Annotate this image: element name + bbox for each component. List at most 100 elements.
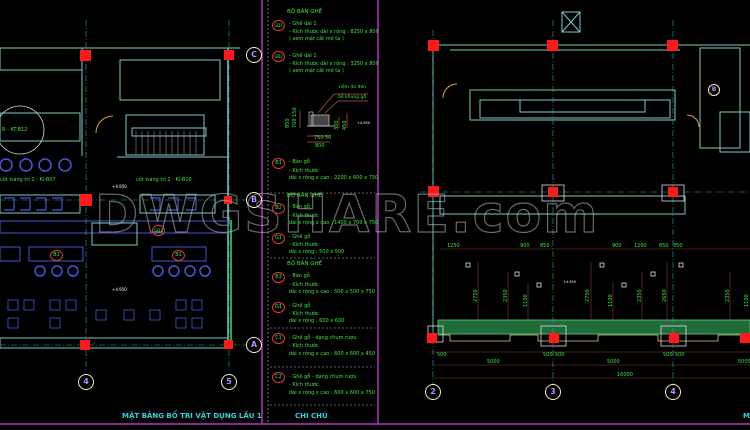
dimension-text: 5000 [487, 359, 500, 365]
legend-item-size: - Kích thước dài x rộng : 3250 x 800 [289, 61, 379, 67]
legend-tag: GĐ2 [272, 51, 285, 62]
detail-callout-circle [0, 105, 45, 155]
light-fixtures [465, 262, 684, 288]
detail-dimension: 450 [342, 120, 348, 130]
columns [427, 40, 750, 343]
legend-tag: C1 [272, 333, 285, 344]
drawing-title-fragment: M [743, 412, 750, 420]
dimension-total: 16000 [617, 372, 633, 378]
dimension-text: 2350 [503, 289, 509, 302]
legend-item-size-label: - Kích thước [289, 213, 319, 219]
right-floor-plan [420, 11, 750, 385]
bench-section-detail [299, 93, 368, 143]
legend-tag: B3 [272, 272, 285, 283]
legend-item-name: - Bàn gỗ [289, 204, 310, 210]
furniture-tag: GĐ2 [152, 225, 165, 236]
legend-tag: G1 [272, 233, 285, 244]
watermark-logo: DWGSHARE.com [94, 184, 600, 245]
left-floor-plan [0, 20, 246, 372]
bar-chairs [4, 197, 197, 211]
dimension-text: 1100 [523, 294, 529, 307]
detail-dimension: 700 [292, 118, 298, 128]
dimension-text: 2750 [585, 289, 591, 302]
legend-item-size: dài x rộng : 500 x 500 [289, 249, 345, 255]
legend-item-size-label: - Kích thước [289, 242, 319, 248]
chairs-dining [7, 299, 203, 329]
dimension-text: 850 [540, 243, 550, 249]
callout-label: R - KT-B12 [2, 127, 28, 133]
detail-dimension: 50 [325, 135, 332, 141]
grid-axis-bubble: 5 [221, 374, 237, 390]
legend-heading: CHI CHÚ [295, 412, 328, 420]
furniture-tag: B1 [172, 250, 185, 261]
dimension-text: 1200 [634, 243, 647, 249]
legend-section-title: BỘ BÀN GHẾ [287, 9, 323, 15]
legend-item-name: - Ghế gỗ - dạng chum rượu [289, 335, 357, 341]
column-decor-label: cột trang trí 1 - KI-B07 [0, 177, 56, 183]
detail-dimension: 750 [314, 135, 324, 141]
dimension-text: 500 [543, 352, 553, 358]
legend-item-name: - Bàn gỗ [289, 159, 310, 165]
dimension-text: 1100 [744, 294, 750, 307]
dimension-text: 2350 [637, 289, 643, 302]
grid-axis-bubble: B [708, 84, 720, 96]
door-swing [442, 83, 458, 99]
legend-tag: C2 [272, 372, 285, 383]
stools-row-bottom [34, 265, 211, 277]
grid-axis-bubble: 3 [545, 384, 561, 400]
legend-tag: B2 [272, 203, 285, 214]
grid-axis-bubble: 4 [78, 374, 94, 390]
legend-section-title: BỘ BÀN GHẾ [287, 261, 323, 267]
grid-axis-bubble: A [246, 337, 262, 353]
legend-item-size-label: - Kích thước [289, 168, 319, 174]
level-mark: +4.950 [357, 121, 370, 125]
legend-item-size: dài x rộng x cao : 2200 x 600 x 750 [289, 175, 379, 181]
level-mark: +4.950 [112, 287, 127, 292]
legend-item-size-label: - Kích thước [289, 382, 319, 388]
planter-strip [437, 319, 750, 335]
level-mark: +4.950 [563, 280, 576, 284]
detail-dimension: 300 [334, 120, 340, 130]
grid-lines [420, 20, 750, 385]
legend-item-note: ( xem mặt cắt mô tả ) [289, 68, 344, 74]
legend-tag: GĐ1 [272, 20, 285, 31]
dimension-text: 500 [555, 352, 565, 358]
dimension-text: 500 [675, 352, 685, 358]
dimension-text: 5000 [607, 359, 620, 365]
legend-section-title: BỘ BÀN GHẾ [287, 193, 323, 199]
legend-item-size: dài x rộng : 600 x 600 [289, 318, 345, 324]
legend-item-size-label: - Kích thước [289, 282, 319, 288]
dimension-text: 900 [520, 243, 530, 249]
stair-treads [135, 131, 197, 155]
legend-item-size: dài x rộng x cao : 1400 x 700 x 750 [289, 220, 379, 226]
legend-item-size: dài x rộng x cao : 600 x 600 x 750 [289, 390, 376, 396]
legend-item-note: ( xem mặt cắt mô tả ) [289, 36, 344, 42]
legend-item-size-label: - Kích thước [289, 343, 319, 349]
detail-label: nệm da đơn [339, 85, 366, 90]
legend-item-size: dài x rộng x cao : 600 x 600 x 450 [289, 351, 376, 357]
detail-dimension: 850 [285, 118, 291, 128]
column-decor-label: cột trang trí 2 - KI-B10 [136, 177, 192, 183]
legend-item-name: - Ghế gỗ - dạng chum rượu [289, 374, 357, 380]
legend-item-size: dài x rộng x cao : 500 x 500 x 750 [289, 289, 376, 295]
legend-tag: G1 [272, 302, 285, 313]
grid-axis-bubble: 2 [425, 384, 441, 400]
dimension-text: 2350 [725, 289, 731, 302]
legend-item-size-label: - Kích thước [289, 311, 319, 317]
legend-dividers [267, 0, 375, 424]
drawing-title: MẶT BẰNG BỐ TRÍ VẬT DỤNG LẦU 1 [122, 412, 262, 420]
dimension-text: 1250 [447, 243, 460, 249]
dimension-text: 850 [659, 243, 669, 249]
door-swing [95, 115, 114, 134]
balcony-edge [438, 334, 748, 342]
detail-dimension: 800 [315, 143, 325, 149]
legend-item-name: - Ghế gỗ [289, 234, 311, 240]
detail-label: bệ khung gỗ [338, 95, 367, 100]
columns [80, 50, 234, 350]
dimension-text: 900 [612, 243, 622, 249]
dimension-text: 500 [437, 352, 447, 358]
legend-item-name: - Ghế dài 1 [289, 53, 317, 59]
